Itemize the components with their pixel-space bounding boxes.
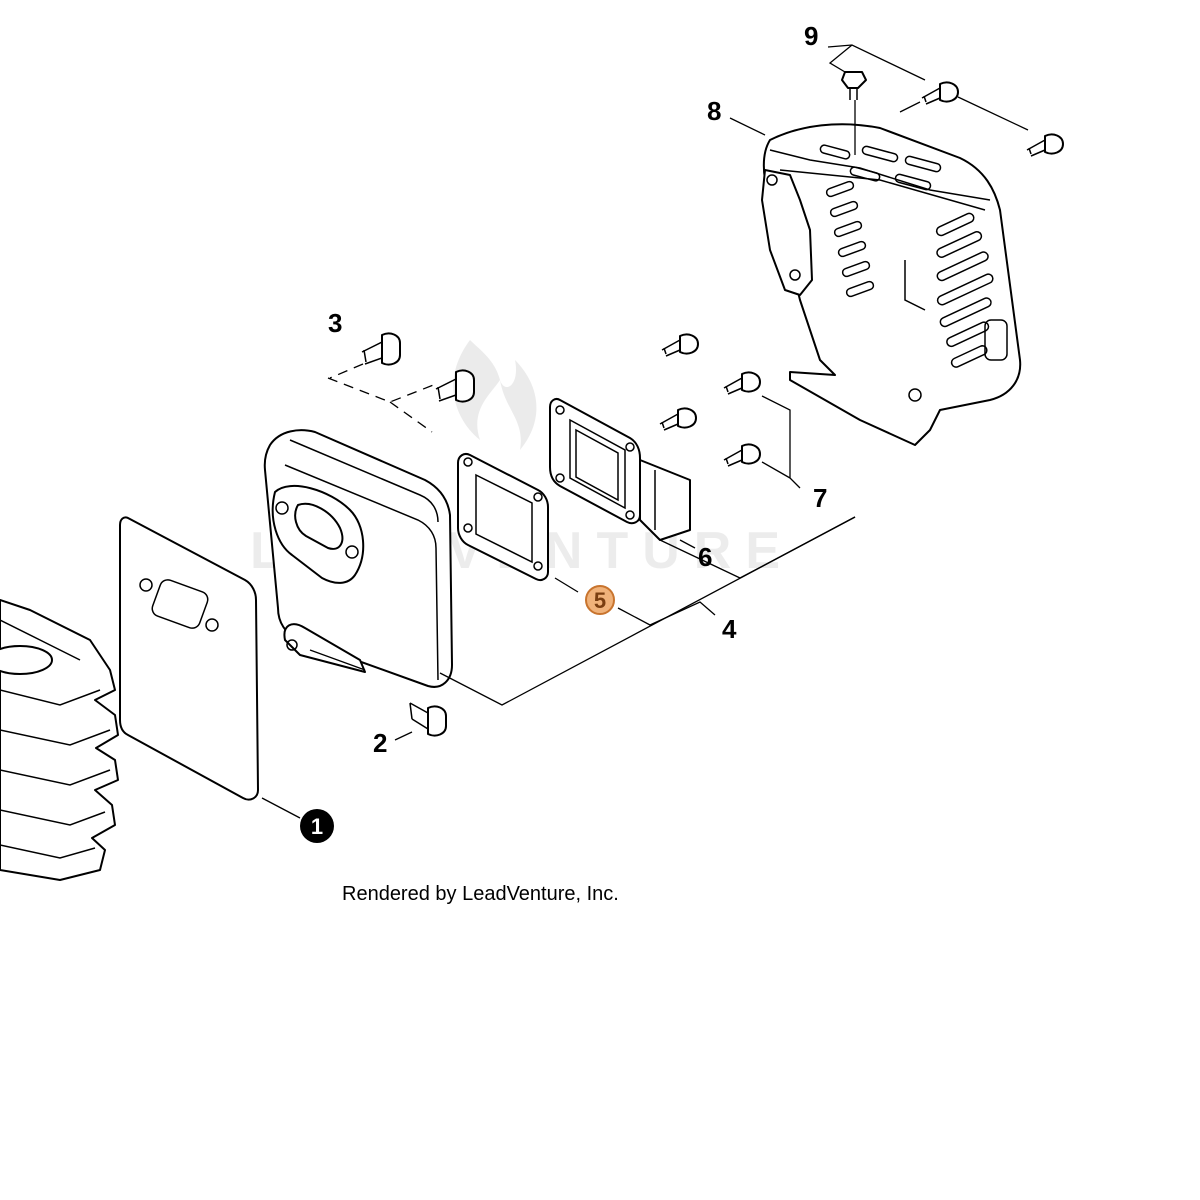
screw-part-7a	[661, 333, 699, 357]
cylinder-part	[0, 599, 119, 881]
gasket-part	[457, 453, 549, 582]
callout-5-badge[interactable]: 5	[585, 585, 615, 615]
screw-part-9b	[921, 81, 959, 105]
callout-9: 9	[804, 21, 818, 51]
screw-part-7c	[659, 407, 697, 431]
gasket-plate-part	[119, 516, 259, 801]
screw-part-7d	[723, 443, 761, 467]
callout-1-badge[interactable]: 1	[300, 809, 334, 843]
callout-6: 6	[698, 542, 712, 572]
leader-lines	[261, 44, 1029, 819]
muffler-cover-part	[761, 123, 1022, 446]
callout-1: 1	[311, 814, 323, 839]
screw-part-9a	[841, 71, 867, 100]
callout-8: 8	[707, 96, 721, 126]
render-credit: Rendered by LeadVenture, Inc.	[342, 883, 619, 905]
callout-2: 2	[373, 728, 387, 758]
deflector-part	[549, 397, 691, 541]
screw-part-9c	[1026, 133, 1064, 157]
muffler-part	[263, 429, 453, 688]
callout-4: 4	[722, 614, 737, 644]
callout-5: 5	[594, 588, 606, 613]
screw-part-3a	[361, 332, 401, 366]
screw-part-3b	[435, 369, 475, 403]
watermark-logo	[453, 340, 537, 450]
callout-3: 3	[328, 308, 342, 338]
screw-part-2	[409, 702, 447, 737]
screw-part-7b	[723, 371, 761, 395]
callout-7: 7	[813, 483, 827, 513]
